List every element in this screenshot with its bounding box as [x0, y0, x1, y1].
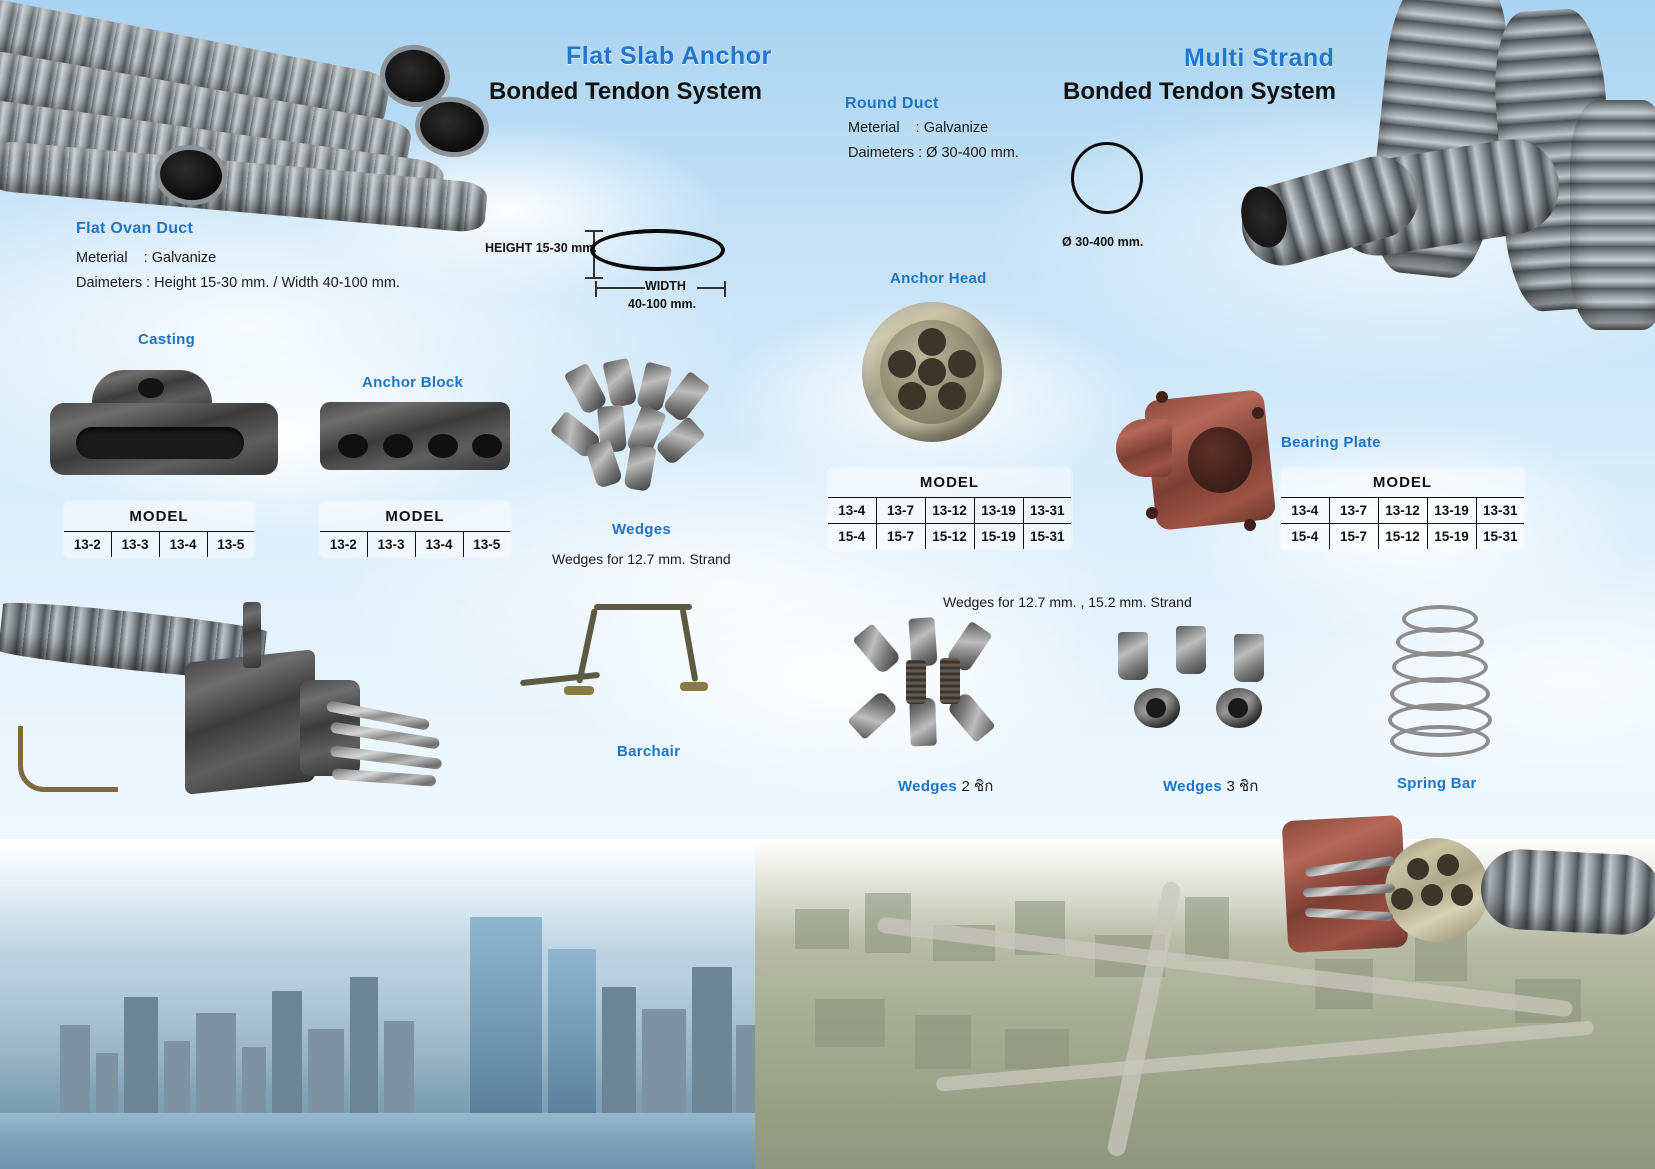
model-cell: 13-4: [158, 531, 208, 557]
table-header-row: MODEL: [828, 468, 1071, 498]
wedges-right-caption: Wedges for 12.7 mm. , 15.2 mm. Strand: [943, 594, 1192, 610]
model-cell: 15-19: [973, 523, 1024, 549]
model-header: MODEL: [320, 502, 510, 532]
table-header-row: MODEL: [320, 502, 510, 532]
model-cell: 13-5: [462, 531, 510, 557]
model-cell: 15-12: [924, 523, 975, 549]
model-cell: 13-31: [1022, 497, 1071, 524]
flat-oval-duct-heading: Flat Ovan Duct: [76, 220, 194, 237]
anchor-head-label: Anchor Head: [890, 270, 987, 287]
model-cell: 15-7: [875, 523, 926, 549]
bearing-plate-label: Bearing Plate: [1281, 434, 1381, 451]
round-duct-diameters: Daimeters : Ø 30-400 mm.: [848, 145, 1019, 161]
anchor-assembly-photo: [0, 590, 480, 830]
city-skyline-left: [0, 839, 790, 1169]
right-title-blue: Multi Strand: [1184, 44, 1335, 72]
width-dimension-label: WIDTH: [645, 279, 686, 293]
model-cell: 13-3: [366, 531, 416, 557]
anchor-block-photo: [320, 398, 510, 476]
anchor-block-model-table-wrap: MODEL 13-2 13-3 13-4 13-5: [318, 500, 512, 559]
table-row: 13-4 13-7 13-12 13-19 13-31: [828, 497, 1071, 524]
casting-photo: [50, 370, 285, 485]
table-row: 13-4 13-7 13-12 13-19 13-31: [1281, 497, 1524, 524]
table-row: 15-4 15-7 15-12 15-19 15-31: [828, 523, 1071, 549]
model-cell: 15-31: [1022, 523, 1071, 549]
table-row: 15-4 15-7 15-12 15-19 15-31: [1281, 523, 1524, 549]
model-cell: 15-4: [1281, 523, 1330, 549]
model-header: MODEL: [64, 502, 254, 532]
anchor-block-label: Anchor Block: [362, 374, 464, 391]
right-title-black: Bonded Tendon System: [1063, 78, 1336, 105]
casting-label: Casting: [138, 331, 196, 348]
wedges-2-suffix: 2 ชิก: [961, 778, 994, 795]
table-row: 13-2 13-3 13-4 13-5: [320, 531, 510, 557]
anchor-block-model-table: MODEL 13-2 13-3 13-4 13-5: [318, 500, 512, 559]
wedges-left-label: Wedges: [612, 521, 672, 538]
wedges-2-label: Wedges: [898, 778, 958, 795]
flat-oval-duct-material: Meterial : Galvanize: [76, 250, 217, 266]
wedges-3-label-group: Wedges 3 ชิก: [1163, 774, 1258, 798]
model-cell: 13-19: [973, 497, 1024, 524]
height-dimension-label: HEIGHT 15-30 mm.: [485, 241, 597, 255]
round-duct-cross-section: [1071, 142, 1143, 214]
oval-duct-diagram: HEIGHT 15-30 mm. WIDTH 40-100 mm.: [485, 215, 755, 315]
model-cell: 13-4: [1281, 497, 1330, 524]
model-cell: 15-31: [1475, 523, 1524, 549]
bearing-plate-photo: [1110, 385, 1285, 560]
flat-oval-duct-photo: [0, 0, 560, 234]
model-cell: 13-7: [1328, 497, 1379, 524]
round-duct-material: Meterial : Galvanize: [848, 120, 989, 136]
anchor-head-photo: [862, 302, 1002, 442]
round-duct-photo: [1130, 0, 1655, 340]
model-cell: 13-2: [320, 531, 368, 557]
table-header-row: MODEL: [1281, 468, 1524, 498]
wedges-3-photo: [1118, 626, 1278, 744]
model-header: MODEL: [1281, 468, 1524, 498]
model-cell: 15-4: [828, 523, 877, 549]
model-cell: 13-12: [1377, 497, 1428, 524]
model-cell: 13-4: [828, 497, 877, 524]
wedges-left-caption: Wedges for 12.7 mm. Strand: [552, 551, 731, 567]
wedges-2-label-group: Wedges 2 ชิก: [898, 774, 993, 798]
bearing-plate-model-table: MODEL 13-4 13-7 13-12 13-19 13-31 15-4 1…: [1279, 466, 1526, 551]
model-cell: 15-19: [1426, 523, 1477, 549]
model-cell: 13-2: [64, 531, 112, 557]
bottom-anchor-assembly-photo: [1185, 810, 1655, 1010]
wedges-left-photo: [549, 357, 730, 492]
anchor-head-model-table: MODEL 13-4 13-7 13-12 13-19 13-31 15-4 1…: [826, 466, 1073, 551]
model-cell: 13-19: [1426, 497, 1477, 524]
spring-bar-label: Spring Bar: [1397, 775, 1477, 792]
model-cell: 15-7: [1328, 523, 1379, 549]
oval-cross-section: [590, 229, 725, 271]
model-cell: 15-12: [1377, 523, 1428, 549]
model-cell: 13-3: [110, 531, 160, 557]
model-cell: 13-12: [924, 497, 975, 524]
round-duct-diameter-label: Ø 30-400 mm.: [1062, 235, 1144, 249]
city-photo-band: [0, 839, 1655, 1169]
model-cell: 13-31: [1475, 497, 1524, 524]
left-title-black: Bonded Tendon System: [489, 78, 762, 105]
table-row: 13-2 13-3 13-4 13-5: [64, 531, 254, 557]
barchair-label: Barchair: [617, 743, 681, 760]
wedges-2-photo: [847, 617, 1017, 748]
bearing-plate-model-table-wrap: MODEL 13-4 13-7 13-12 13-19 13-31 15-4 1…: [1279, 466, 1526, 551]
round-duct-heading: Round Duct: [845, 95, 939, 112]
width-dimension-value: 40-100 mm.: [628, 297, 697, 311]
anchor-head-model-table-wrap: MODEL 13-4 13-7 13-12 13-19 13-31 15-4 1…: [826, 466, 1073, 551]
water-reflection: [0, 1113, 790, 1169]
model-cell: 13-4: [414, 531, 464, 557]
model-header: MODEL: [828, 468, 1071, 498]
table-header-row: MODEL: [64, 502, 254, 532]
spring-bar-photo: [1388, 605, 1498, 760]
flat-oval-duct-diameters: Daimeters : Height 15-30 mm. / Width 40-…: [76, 275, 400, 291]
barchair-photo: [519, 600, 740, 710]
model-cell: 13-7: [875, 497, 926, 524]
model-cell: 13-5: [206, 531, 254, 557]
wedges-3-suffix: 3 ชิก: [1226, 778, 1259, 795]
casting-model-table-wrap: MODEL 13-2 13-3 13-4 13-5: [62, 500, 256, 559]
wedges-3-label: Wedges: [1163, 778, 1223, 795]
casting-model-table: MODEL 13-2 13-3 13-4 13-5: [62, 500, 256, 559]
left-title-blue: Flat Slab Anchor: [566, 42, 772, 70]
